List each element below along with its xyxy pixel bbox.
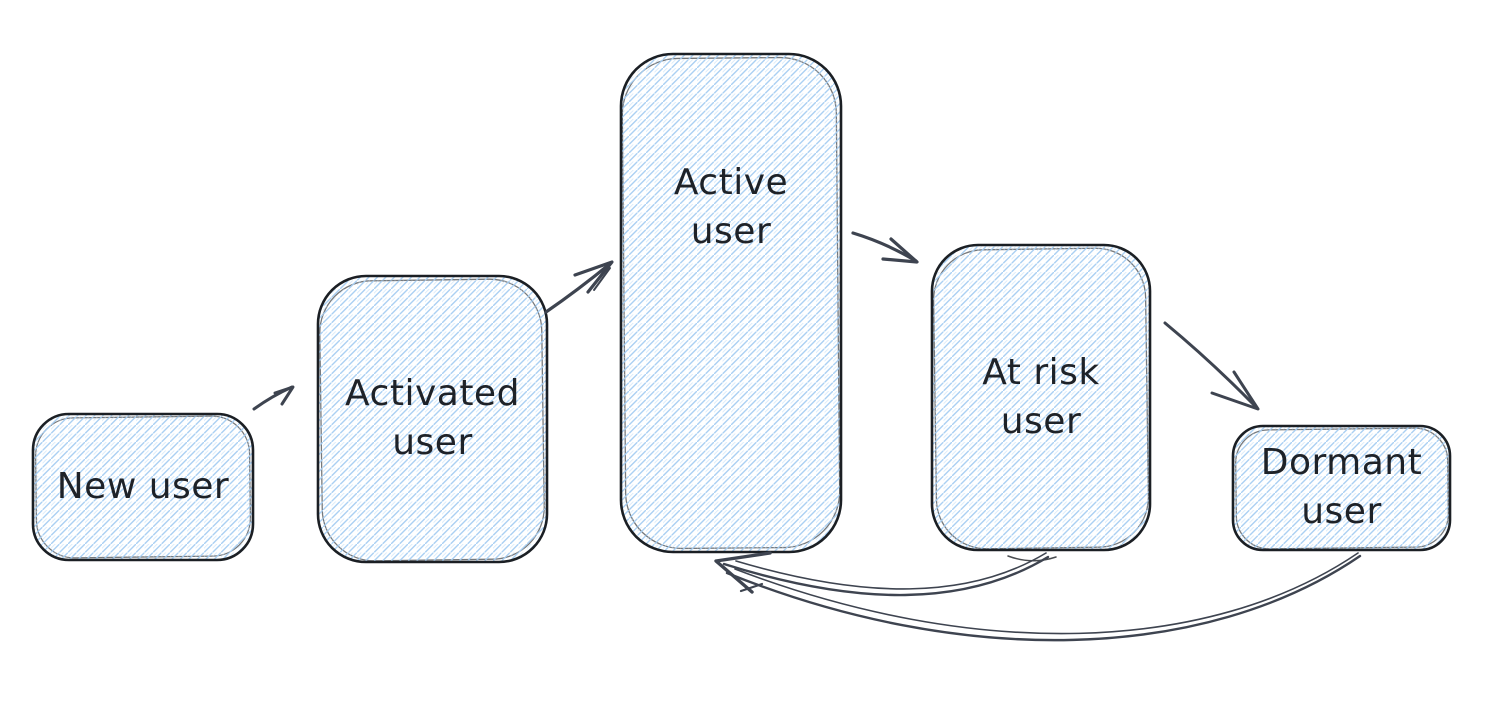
node-active-user[interactable] — [619, 52, 843, 554]
arrow-shaft[interactable] — [725, 554, 1362, 642]
arrow-shaft[interactable] — [722, 555, 1050, 597]
arrow-shaft[interactable] — [1163, 321, 1257, 408]
node-at-risk-user-shape[interactable] — [930, 243, 1152, 552]
arrow-head — [1210, 370, 1260, 411]
arrow-shaft[interactable] — [851, 231, 918, 263]
edge-at-risk-user-return-to-active-user[interactable] — [722, 552, 1050, 597]
arrow-head — [273, 385, 295, 406]
edge-new-user-to-activated-user[interactable] — [252, 385, 295, 411]
edge-dormant-user-return-to-active-user[interactable] — [714, 551, 1362, 642]
node-new-user[interactable] — [31, 412, 255, 562]
arrow-head-echo — [593, 267, 611, 291]
arrow-head — [881, 237, 919, 264]
node-dormant-user[interactable] — [1231, 424, 1452, 552]
arrow-head — [714, 551, 772, 594]
edge-activated-user-to-active-user[interactable] — [544, 260, 614, 314]
edge-active-user-to-at-risk-user[interactable] — [851, 231, 919, 264]
edge-at-risk-user-to-dormant-user[interactable] — [1163, 321, 1260, 411]
node-dormant-user-shape[interactable] — [1231, 424, 1452, 552]
arrow-shaft-echo — [735, 552, 1047, 590]
arrow-shaft[interactable] — [544, 261, 613, 314]
arrow-head-echo — [739, 582, 764, 593]
node-new-user-shape[interactable] — [31, 412, 255, 562]
node-activated-user-shape[interactable] — [316, 274, 549, 564]
arrow-head — [573, 260, 614, 294]
node-active-user-shape[interactable] — [619, 52, 843, 554]
node-activated-user[interactable] — [316, 274, 549, 564]
arrow-shaft-echo — [734, 552, 1359, 635]
node-at-risk-user[interactable] — [930, 243, 1152, 562]
